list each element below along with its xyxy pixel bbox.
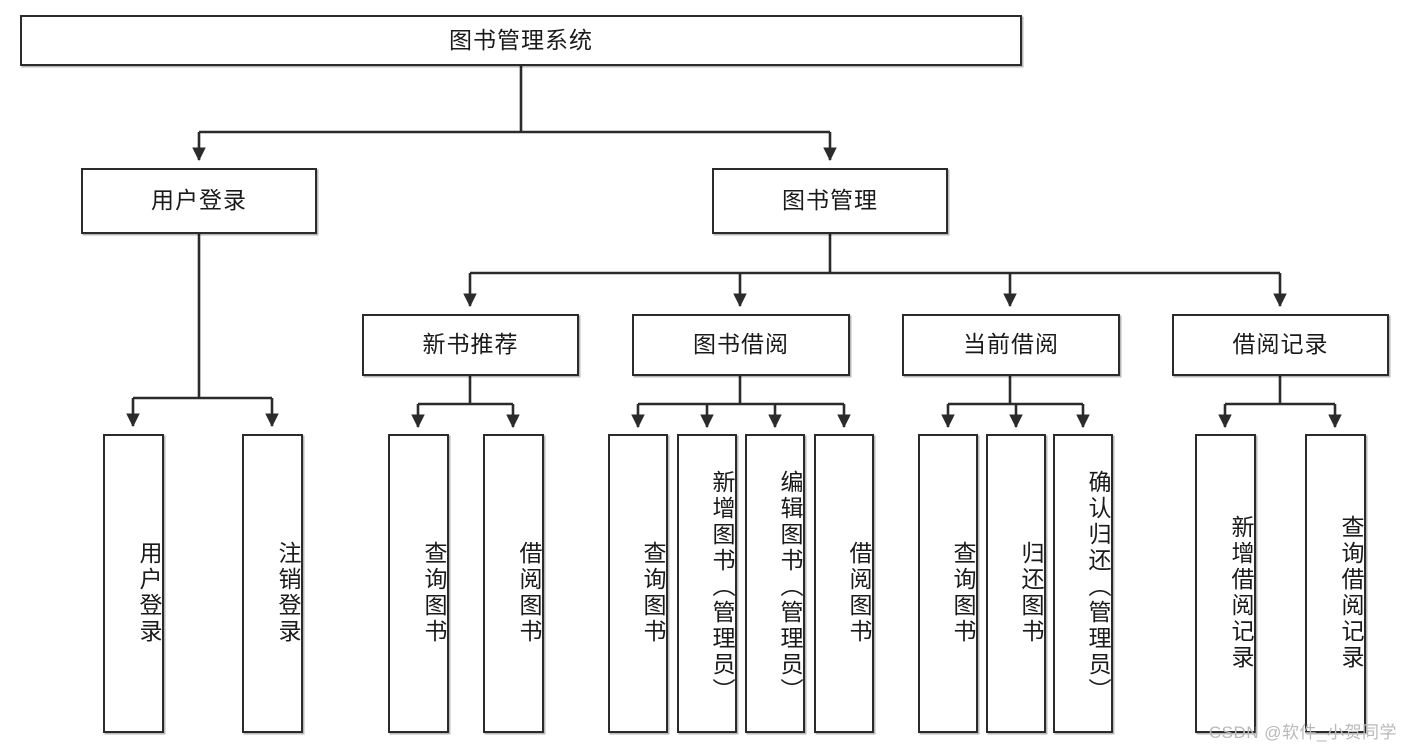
- node-leaf-query-book-current-label: 查询图书: [950, 540, 976, 645]
- node-book-manage[interactable]: 图书管理: [712, 168, 948, 234]
- node-root[interactable]: 图书管理系统: [20, 15, 1022, 66]
- node-leaf-return-book[interactable]: 归还图书: [986, 434, 1046, 733]
- node-borrow-record[interactable]: 借阅记录: [1172, 314, 1389, 376]
- node-leaf-add-borrow-record[interactable]: 新增借阅记录: [1195, 434, 1256, 733]
- node-new-book-recommend-label: 新书推荐: [422, 331, 519, 358]
- node-user-login[interactable]: 用户登录: [81, 168, 317, 234]
- node-book-manage-label: 图书管理: [782, 187, 878, 214]
- node-leaf-query-borrow-record[interactable]: 查询借阅记录: [1305, 434, 1366, 733]
- node-book-borrow[interactable]: 图书借阅: [632, 314, 850, 376]
- node-leaf-query-borrow-record-label: 查询借阅记录: [1338, 514, 1364, 671]
- node-leaf-borrow-book-label: 借阅图书: [846, 540, 872, 645]
- node-leaf-query-book-borrow-label: 查询图书: [640, 540, 666, 645]
- node-leaf-add-book-admin[interactable]: 新增图书（管理员）: [677, 434, 737, 733]
- node-leaf-return-book-label: 归还图书: [1018, 540, 1044, 645]
- node-borrow-record-label: 借阅记录: [1232, 331, 1329, 358]
- node-leaf-confirm-return-admin-label: 确认归还（管理员）: [1085, 469, 1111, 704]
- node-leaf-edit-book-admin-label: 编辑图书（管理员）: [777, 469, 803, 704]
- node-leaf-user-login-label: 用户登录: [136, 540, 162, 645]
- node-book-borrow-label: 图书借阅: [693, 331, 789, 358]
- node-current-borrow-label: 当前借阅: [963, 331, 1059, 358]
- node-leaf-query-book-recommend[interactable]: 查询图书: [388, 434, 449, 733]
- node-leaf-add-book-admin-label: 新增图书（管理员）: [709, 469, 735, 704]
- node-leaf-query-book-borrow[interactable]: 查询图书: [608, 434, 668, 733]
- node-leaf-query-book-recommend-label: 查询图书: [421, 540, 447, 645]
- node-leaf-borrow-book[interactable]: 借阅图书: [814, 434, 874, 733]
- node-current-borrow[interactable]: 当前借阅: [902, 314, 1120, 376]
- node-new-book-recommend[interactable]: 新书推荐: [362, 314, 579, 376]
- node-root-label: 图书管理系统: [449, 26, 593, 53]
- node-leaf-logout-login[interactable]: 注销登录: [242, 434, 303, 733]
- node-leaf-confirm-return-admin[interactable]: 确认归还（管理员）: [1053, 434, 1113, 733]
- node-leaf-add-borrow-record-label: 新增借阅记录: [1228, 514, 1254, 671]
- node-leaf-borrow-book-recommend[interactable]: 借阅图书: [483, 434, 544, 733]
- node-leaf-edit-book-admin[interactable]: 编辑图书（管理员）: [745, 434, 805, 733]
- node-leaf-borrow-book-recommend-label: 借阅图书: [516, 540, 542, 645]
- node-leaf-user-login[interactable]: 用户登录: [103, 434, 164, 733]
- node-user-login-label: 用户登录: [151, 187, 247, 214]
- node-leaf-query-book-current[interactable]: 查询图书: [918, 434, 978, 733]
- watermark-text: CSDN @软件_小贺同学: [1208, 723, 1397, 742]
- node-leaf-logout-login-label: 注销登录: [275, 540, 301, 645]
